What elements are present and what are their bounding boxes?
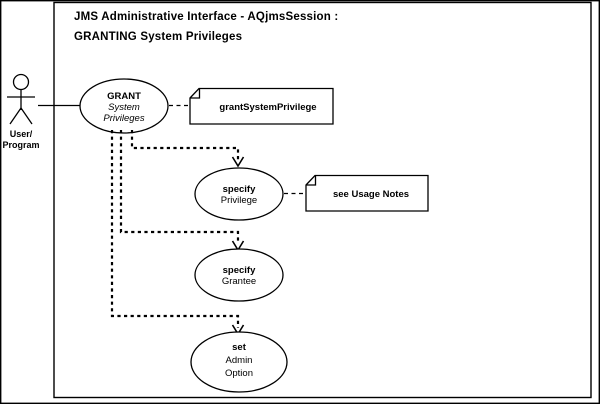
actor-leg-left-line xyxy=(9,107,22,125)
use-case-label-line-3: Privileges xyxy=(103,113,144,124)
use-case-label-line-1: GRANT xyxy=(107,91,141,102)
use-case-specify-grantee: specify Grantee xyxy=(194,248,284,302)
use-case-label-line-2: Privilege xyxy=(221,195,257,206)
use-case-label-line-3: Option xyxy=(225,368,253,379)
use-case-grant-system-privileges: GRANT System Privileges xyxy=(79,78,169,134)
note-see-usage-notes: see Usage Notes xyxy=(305,174,429,212)
note-grant-system-privilege: grantSystemPrivilege xyxy=(189,87,334,125)
use-case-ellipse xyxy=(79,78,169,134)
use-case-label-line-1: specify xyxy=(223,184,256,195)
actor-label-line-1: User/ xyxy=(10,129,33,139)
user-program-actor: User/ Program xyxy=(2,73,40,150)
actor-head-icon xyxy=(12,73,30,91)
use-case-specify-privilege: specify Privilege xyxy=(194,167,284,221)
connector-grant-to-specify-grantee xyxy=(119,130,240,244)
note-shape-outline xyxy=(189,87,334,125)
connector-grant-to-specify-privilege xyxy=(130,130,240,160)
actor-label-line-2: Program xyxy=(2,140,39,150)
use-case-label-line-2: System xyxy=(108,102,140,113)
use-case-label-line-2: Admin xyxy=(226,355,253,366)
use-case-ellipse xyxy=(194,167,284,221)
note-folded-corner-icon xyxy=(190,88,201,99)
diagram-title-line-2: GRANTING System Privileges xyxy=(74,31,242,43)
use-case-ellipse xyxy=(194,248,284,302)
connector-grant-to-set-admin-option xyxy=(110,130,240,328)
note-text: see Usage Notes xyxy=(333,189,409,200)
use-case-ellipse xyxy=(190,331,288,393)
use-case-label-line-1: set xyxy=(232,342,247,353)
arrowhead-specify-privilege xyxy=(231,156,245,168)
use-case-label-line-2: Grantee xyxy=(222,276,256,287)
system-boundary-frame xyxy=(53,1,592,399)
note-shape-outline xyxy=(305,174,429,212)
diagram-title-line-1: JMS Administrative Interface - AQjmsSess… xyxy=(74,11,338,23)
actor-leg-right-line xyxy=(20,107,33,125)
note-text: grantSystemPrivilege xyxy=(219,102,316,113)
note-folded-corner-icon xyxy=(306,175,317,186)
use-case-label-line-1: specify xyxy=(223,265,256,276)
use-case-set-admin-option: set Admin Option xyxy=(190,331,288,393)
